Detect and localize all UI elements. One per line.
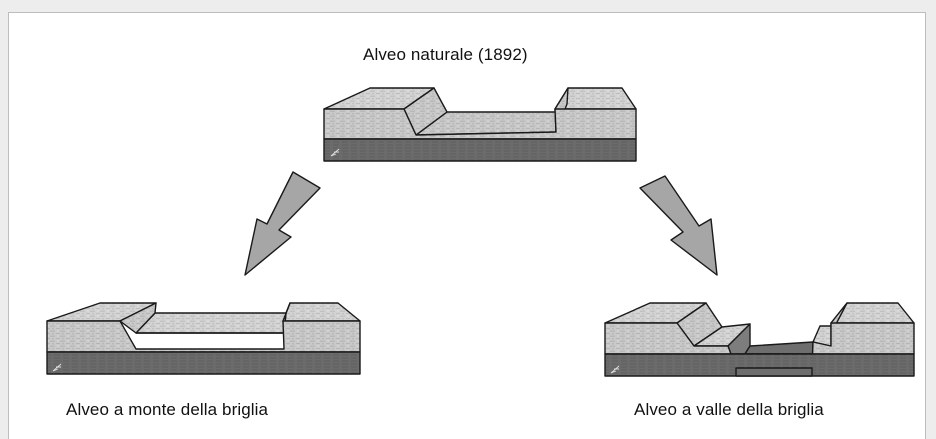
arrow-to-downstream-icon [639, 175, 718, 276]
compass-mark-icon [52, 363, 62, 372]
downstream-caption: Alveo a valle della briglia [634, 400, 824, 419]
compass-mark-icon [330, 148, 340, 157]
downstream-riverbed-block [604, 302, 915, 377]
upstream-riverbed-block [46, 302, 361, 375]
compass-mark-icon [610, 365, 620, 374]
arrow-to-upstream-icon [244, 171, 321, 276]
diagram-title: Alveo naturale (1892) [363, 45, 528, 64]
upstream-caption: Alveo a monte della briglia [66, 400, 269, 419]
natural-riverbed-block [323, 87, 637, 162]
